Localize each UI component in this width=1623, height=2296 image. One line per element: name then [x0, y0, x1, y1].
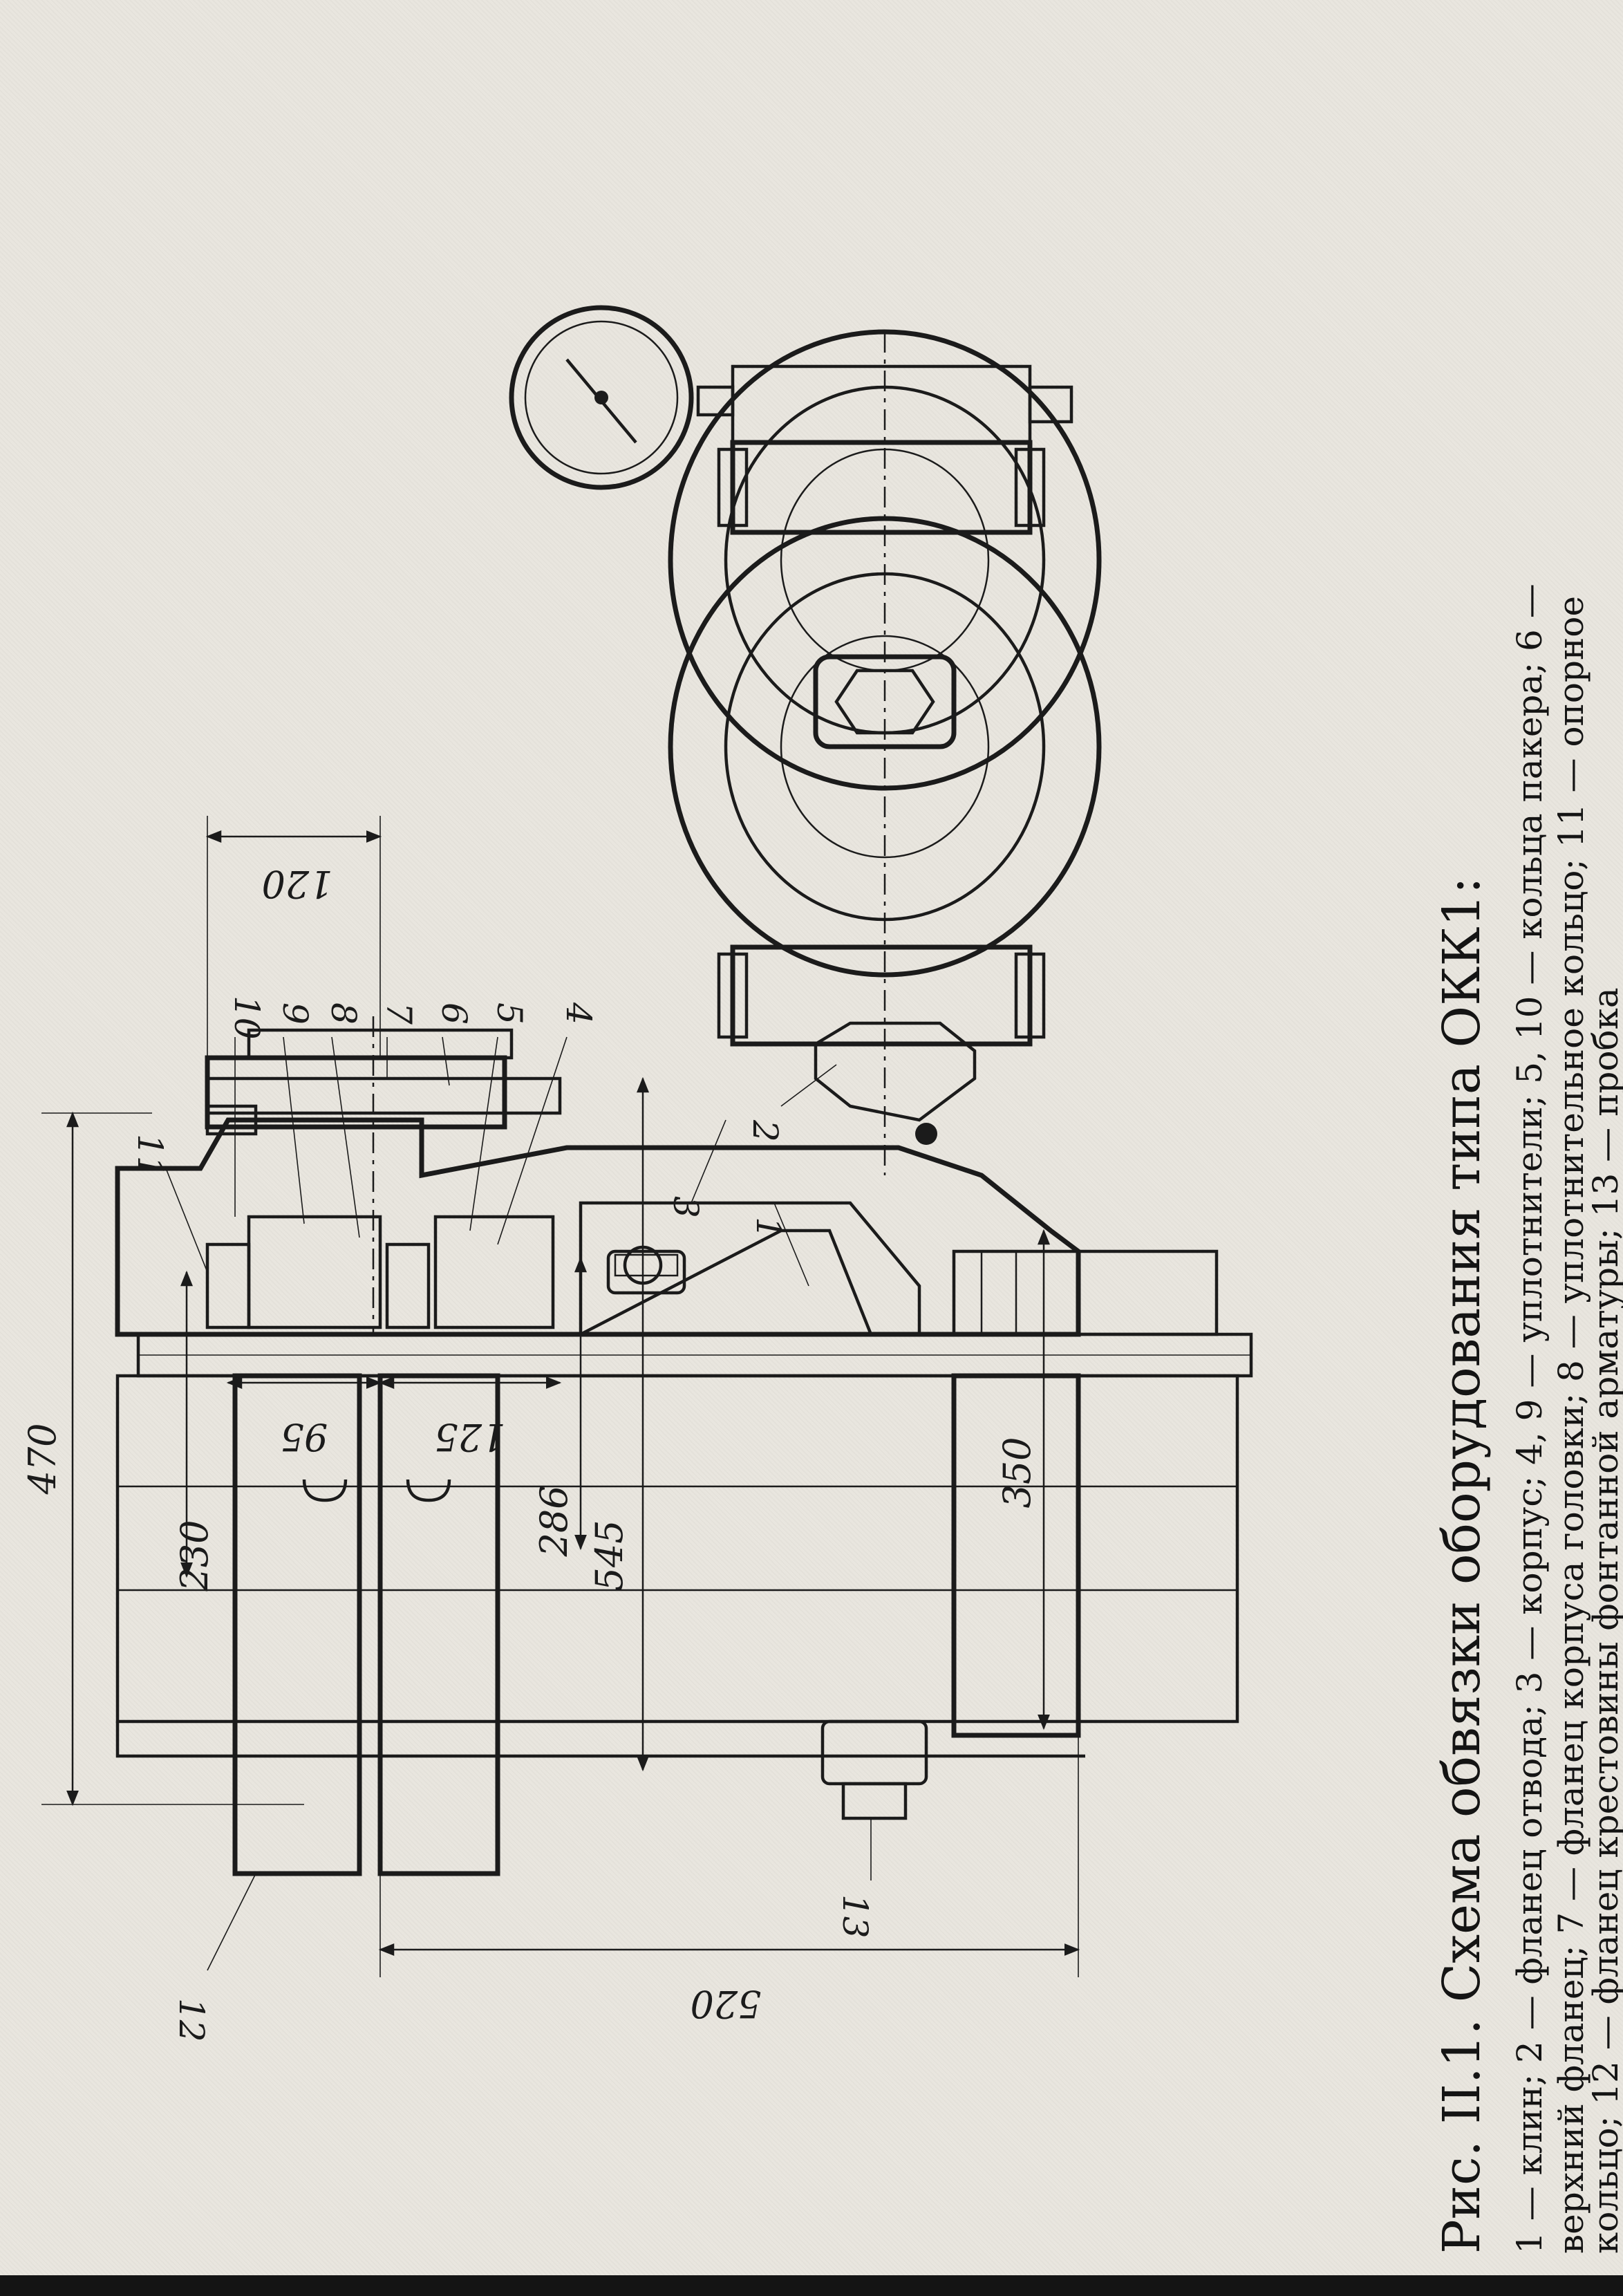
caption-line-3: кольцо; 12 — фланец крестовины фонтанной… [1586, 987, 1623, 2254]
part-label-1: 1 [749, 1217, 789, 1239]
caption-line-3-group: кольцо; 12 — фланец крестовины фонтанной… [1586, 987, 1623, 2254]
caption-title: Рис. II.1. Схема обвязки оборудования ти… [1432, 877, 1492, 2254]
part-label-2: 2 [745, 1119, 785, 1142]
part-leaders [165, 1036, 872, 1971]
dim-286: 286 [532, 1485, 576, 1557]
part-label-9: 9 [275, 1002, 315, 1025]
dim-545: 545 [588, 1520, 631, 1591]
dim-350: 350 [995, 1437, 1039, 1508]
housing-head [115, 1117, 1081, 1337]
part-label-8: 8 [323, 1002, 364, 1025]
wedge [579, 1229, 874, 1336]
pressure-gauge [509, 305, 735, 490]
caption-line-2-group: верхний фланец; 7 — фланец корпуса голов… [1551, 596, 1591, 2254]
part-label-6: 6 [434, 1002, 474, 1025]
part-labels: 10 9 8 7 6 5 4 11 3 2 1 12 13 [130, 996, 875, 2042]
upper-flange [205, 1016, 562, 1334]
dimension-lines [41, 816, 1080, 1977]
dim-470: 470 [21, 1423, 64, 1495]
part-label-4: 4 [559, 1002, 599, 1025]
caption-lines: 1 — клин; 2 — фланец отвода; 3 — корпус;… [1510, 584, 1550, 2254]
dim-120: 120 [261, 862, 332, 906]
dim-125: 125 [434, 1415, 505, 1459]
dim-230: 230 [173, 1520, 216, 1592]
part-label-13: 13 [835, 1894, 875, 1939]
gate-valve [668, 329, 1102, 1175]
part-label-5: 5 [489, 1002, 529, 1025]
caption-line-1: 1 — клин; 2 — фланец отвода; 3 — корпус;… [1510, 584, 1550, 2254]
figure-caption: Рис. II.1. Схема обвязки оборудования ти… [1432, 877, 1492, 2254]
dim-520: 520 [690, 1982, 761, 2026]
part-label-10: 10 [227, 996, 267, 1040]
dimension-labels: 470 230 95 125 286 545 350 520 120 [21, 862, 1039, 2026]
part-label-7: 7 [379, 1002, 419, 1025]
casing-tube [136, 1249, 1253, 1378]
part-label-12: 12 [171, 1998, 212, 2042]
dim-95: 95 [281, 1415, 328, 1459]
part-label-11: 11 [130, 1134, 170, 1178]
part-label-3: 3 [666, 1196, 706, 1218]
caption-line-2: верхний фланец; 7 — фланец корпуса голов… [1551, 596, 1591, 2254]
plug [820, 1719, 928, 1820]
page-bottom-rule [0, 2275, 1623, 2296]
flange-bolts [302, 1479, 451, 1502]
